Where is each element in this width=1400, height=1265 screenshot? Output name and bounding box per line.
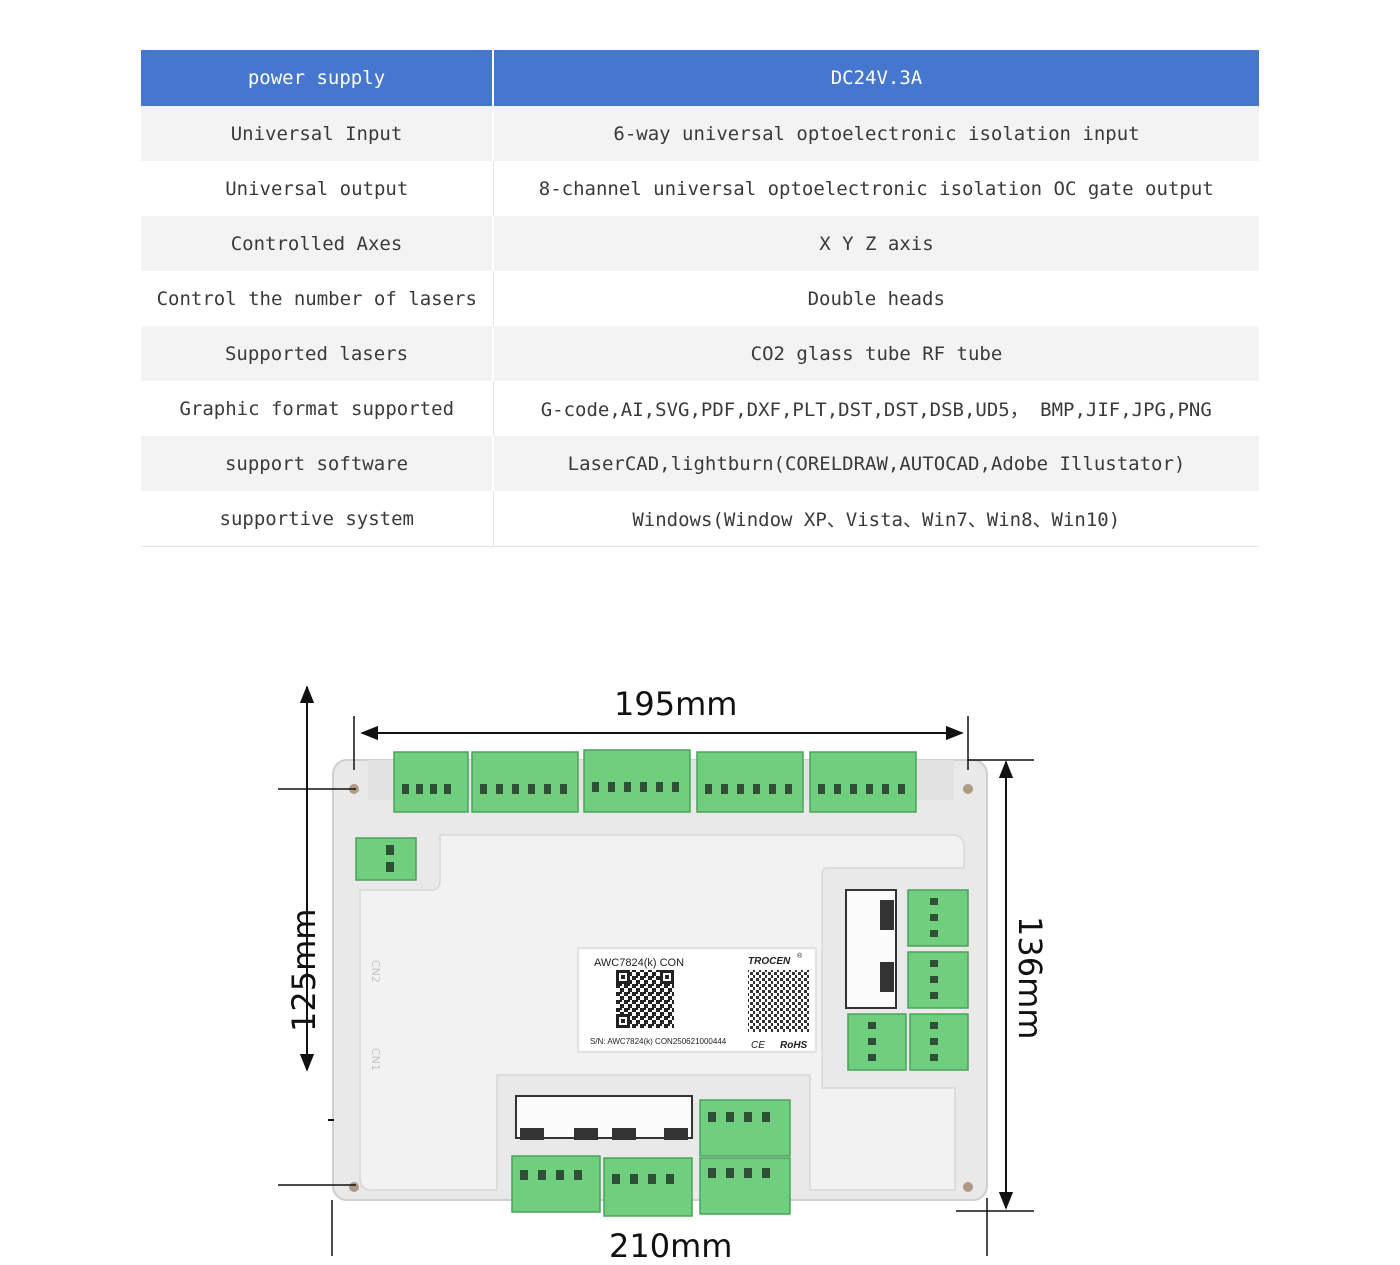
spec-value: Windows(Window XP、Vista、Win7、Win8、Win10)	[492, 491, 1259, 547]
terminal-block	[847, 1013, 907, 1071]
spec-label: power supply	[141, 50, 493, 106]
spec-label: Universal output	[141, 161, 493, 216]
ethernet-port	[515, 1095, 693, 1139]
spec-value: DC24V.3A	[492, 50, 1259, 106]
table-row: support software LaserCAD,lightburn(CORE…	[141, 436, 1259, 491]
spec-value: CO2 glass tube RF tube	[492, 326, 1259, 381]
spec-label: Control the number of lasers	[141, 271, 493, 326]
spec-value: G-code,AI,SVG,PDF,DXF,PLT,DST,DST,DSB,UD…	[492, 381, 1259, 436]
spec-value: X Y Z axis	[492, 216, 1259, 271]
spec-table: power supply DC24V.3A Universal Input 6-…	[141, 50, 1259, 547]
table-row: Universal Input 6-way universal optoelec…	[141, 106, 1259, 161]
ce-mark: CE	[751, 1040, 765, 1051]
dimension-left-height: 125mm	[285, 908, 323, 1032]
port-label-cn1: CN1	[369, 1048, 382, 1071]
spec-value: LaserCAD,lightburn(CORELDRAW,AUTOCAD,Ado…	[492, 436, 1259, 491]
terminal-block	[603, 1157, 693, 1217]
spec-label: support software	[141, 436, 493, 491]
rohs-mark: RoHS	[780, 1040, 808, 1051]
spec-value: 8-channel universal optoelectronic isola…	[492, 161, 1259, 216]
terminal-block	[809, 751, 917, 813]
serial-number: S/N: AWC7824(k) CON250621000444	[590, 1037, 727, 1046]
dimension-top-width: 195mm	[614, 685, 738, 723]
spec-value: Double heads	[492, 271, 1259, 326]
terminal-block	[699, 1099, 791, 1157]
mounting-hole	[963, 784, 973, 794]
spec-label: Controlled Axes	[141, 216, 493, 271]
dimension-right-height: 136mm	[1011, 916, 1049, 1040]
table-row: supportive system Windows(Window XP、Vist…	[141, 491, 1259, 547]
table-row: Control the number of lasers Double head…	[141, 271, 1259, 326]
terminal-block	[583, 749, 691, 813]
mounting-hole	[349, 1182, 359, 1192]
top-connector-row	[393, 749, 917, 813]
qr-code	[748, 970, 810, 1032]
spec-label: Graphic format supported	[141, 381, 493, 436]
mounting-hole	[963, 1182, 973, 1192]
table-row: Controlled Axes X Y Z axis	[141, 216, 1259, 271]
terminal-block	[393, 751, 469, 813]
spec-label: Universal Input	[141, 106, 493, 161]
spec-value: 6-way universal optoelectronic isolation…	[492, 106, 1259, 161]
dimension-bottom-width: 210mm	[609, 1227, 733, 1265]
terminal-block	[511, 1155, 601, 1213]
table-row: Graphic format supported G-code,AI,SVG,P…	[141, 381, 1259, 436]
terminal-block	[699, 1157, 791, 1215]
product-label: AWC7824(k) CON TROCEN ® S/N: AWC7824(k) …	[577, 947, 817, 1053]
spec-label: Supported lasers	[141, 326, 493, 381]
terminal-block	[471, 751, 579, 813]
table-row: Supported lasers CO2 glass tube RF tube	[141, 326, 1259, 381]
table-row: power supply DC24V.3A	[141, 50, 1259, 106]
port-label-cn2: CN2	[369, 960, 382, 983]
terminal-block	[909, 1013, 969, 1071]
brand-name: TROCEN	[748, 956, 791, 967]
registered-mark: ®	[797, 952, 803, 960]
table-row: Universal output 8-channel universal opt…	[141, 161, 1259, 216]
spec-label: supportive system	[141, 491, 493, 547]
terminal-block	[355, 837, 417, 881]
terminal-block	[696, 751, 804, 813]
model-name: AWC7824(k) CON	[594, 957, 684, 969]
